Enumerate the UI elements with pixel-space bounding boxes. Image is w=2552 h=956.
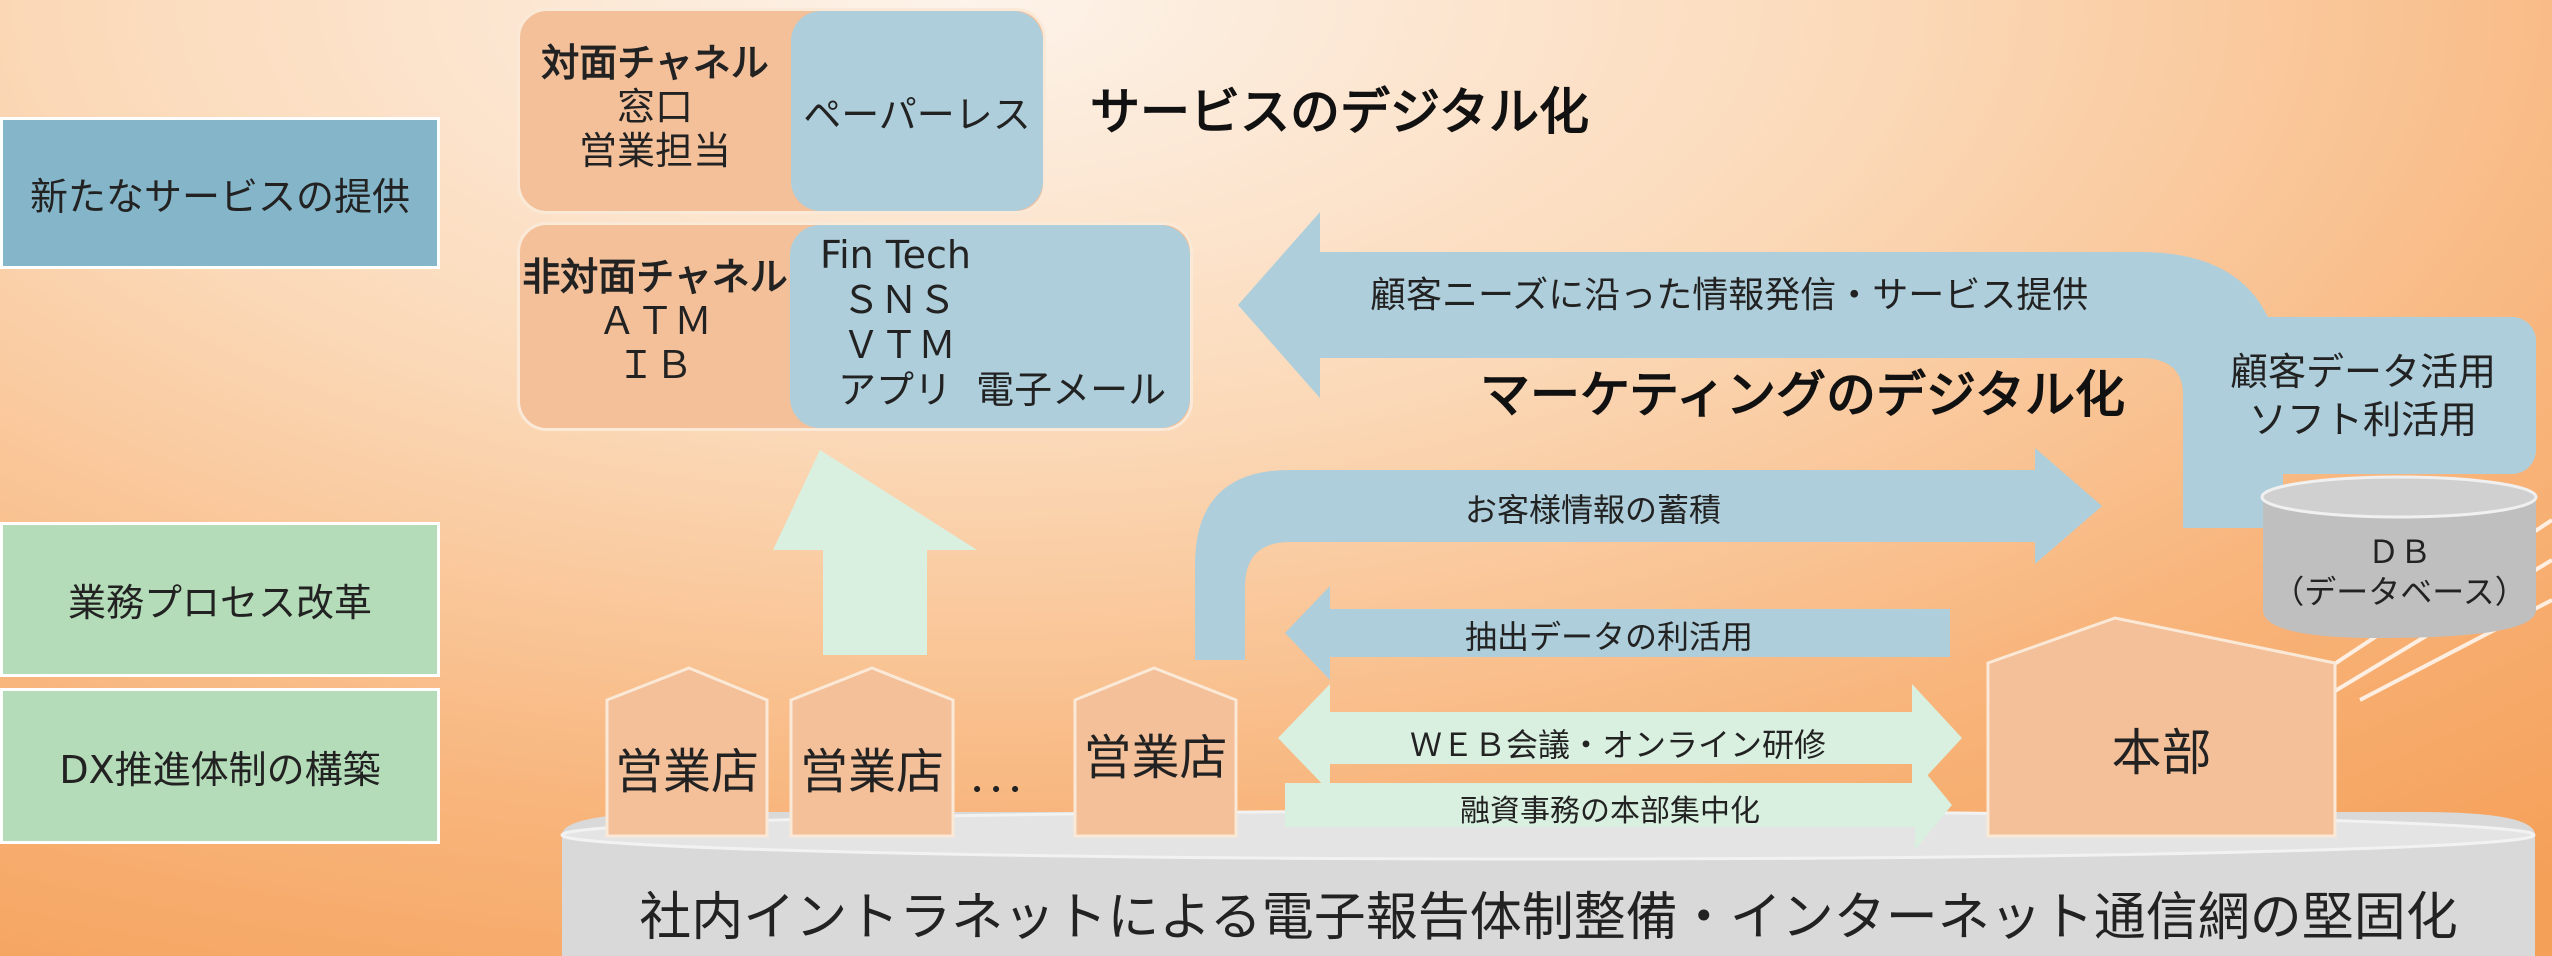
- branch-ellipsis: ．．．: [968, 757, 1045, 801]
- branch-label: 営業店: [614, 744, 759, 800]
- face-channel-heading: 対面チャネル: [541, 41, 769, 85]
- software-line: ソフト利活用: [2248, 397, 2477, 442]
- software-box: 顧客データ活用 ソフト利活用: [2190, 317, 2536, 474]
- web-meeting-arrow: [1278, 684, 1962, 792]
- face-channel-digital: ペーパーレス: [791, 11, 1043, 211]
- side-label-text: DX推進体制の構築: [59, 747, 381, 792]
- digital-item-sns: ＳＮＳ: [842, 278, 957, 322]
- loan-central-arrow: [1285, 760, 1952, 850]
- side-label-process-reform: 業務プロセス改革: [0, 522, 440, 677]
- face-channel-left: 対面チャネル 窓口 営業担当: [520, 11, 790, 211]
- branch-building-1: 営業店: [607, 668, 767, 836]
- branch-building-2: 営業店: [791, 668, 953, 836]
- branch-label: 営業店: [1083, 730, 1228, 786]
- digital-item-fintech: Fin Tech: [820, 233, 971, 277]
- extract-data-label: 抽出データの利活用: [1465, 618, 1754, 656]
- web-meeting-label: ＷＥＢ会議・オンライン研修: [1410, 726, 1827, 764]
- side-label-new-service: 新たなサービスの提供: [0, 117, 440, 269]
- face-channel-item: 営業担当: [578, 129, 731, 173]
- software-line: 顧客データ活用: [2229, 349, 2496, 394]
- foundation-label: 社内イントラネットによる電子報告体制整備・インターネット通信網の堅固化: [639, 888, 2458, 948]
- info-send-arrow: [1238, 212, 2283, 528]
- nonface-channel-box: 非対面チャネル ＡＴＭ ＩＢ Fin Tech ＳＮＳ ＶＴＭ アプリ 電子メー…: [517, 222, 1193, 431]
- face-channel-box: 対面チャネル 窓口 営業担当 ペーパーレス: [517, 8, 1046, 214]
- marketing-digital-title: マーケティングのデジタル化: [1480, 366, 2125, 424]
- database-label: ＤＢ （データベース）: [2263, 532, 2536, 612]
- green-up-arrow: [773, 450, 977, 655]
- digital-item-app-mail: アプリ 電子メール: [838, 368, 1167, 412]
- side-label-dx-structure: DX推進体制の構築: [0, 688, 440, 844]
- db-line: （データベース）: [2272, 573, 2527, 611]
- branch-buildings: [605, 616, 2337, 838]
- nonface-channel-heading: 非対面チャネル: [522, 255, 788, 299]
- nonface-channel-left: 非対面チャネル ＡＴＭ ＩＢ: [520, 225, 790, 428]
- database-cylinder: [2260, 475, 2538, 638]
- loan-central-label: 融資事務の本部集中化: [1460, 794, 1760, 829]
- nonface-channel-item: ＩＢ: [616, 343, 693, 387]
- face-channel-item: 窓口: [616, 85, 693, 129]
- customer-info-arrow: [1195, 448, 2102, 660]
- side-label-text: 業務プロセス改革: [67, 581, 372, 625]
- nonface-channel-item: ＡＴＭ: [597, 299, 712, 343]
- info-send-label: 顧客ニーズに沿った情報発信・サービス提供: [1370, 275, 2089, 316]
- branch-label: 営業店: [799, 744, 944, 800]
- extract-data-arrow: [1285, 586, 1950, 680]
- headquarters-label: 本部: [2111, 724, 2212, 782]
- branch-building-3: 営業店: [1075, 668, 1236, 836]
- service-digital-title: サービスのデジタル化: [1090, 83, 1589, 141]
- paperless-label: ペーパーレス: [803, 92, 1031, 137]
- digital-item-vtm: ＶＴＭ: [842, 323, 957, 367]
- customer-info-label: お客様情報の蓄積: [1465, 491, 1722, 529]
- side-label-text: 新たなサービスの提供: [29, 174, 410, 219]
- db-line: ＤＢ: [2367, 533, 2432, 571]
- nonface-channel-digital: Fin Tech ＳＮＳ ＶＴＭ アプリ 電子メール: [790, 225, 1190, 428]
